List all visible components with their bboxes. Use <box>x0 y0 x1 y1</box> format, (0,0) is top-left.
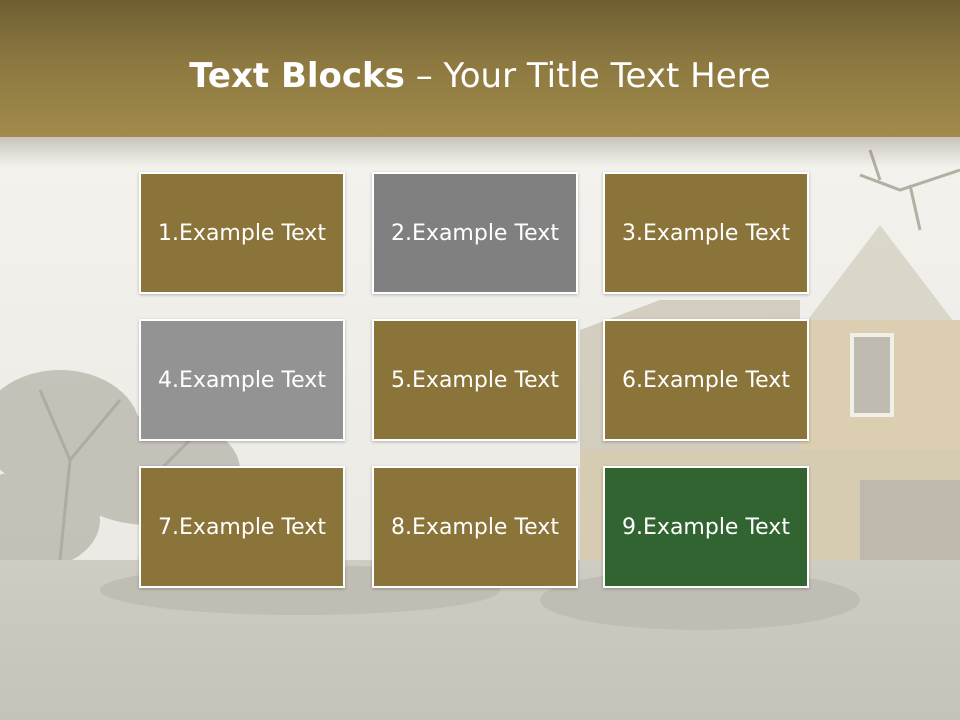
text-block-label: 8.Example Text <box>391 514 559 540</box>
text-block-label: 1.Example Text <box>158 220 326 246</box>
text-block-8: 8.Example Text <box>372 466 578 588</box>
text-block-6: 6.Example Text <box>603 319 809 441</box>
text-block-label: 6.Example Text <box>622 367 790 393</box>
text-block-2: 2.Example Text <box>372 172 578 294</box>
text-block-label: 3.Example Text <box>622 220 790 246</box>
text-block-5: 5.Example Text <box>372 319 578 441</box>
header-shadow <box>0 137 960 167</box>
text-block-4: 4.Example Text <box>139 319 345 441</box>
text-block-label: 5.Example Text <box>391 367 559 393</box>
text-block-label: 2.Example Text <box>391 220 559 246</box>
title-bold: Text Blocks <box>189 56 405 96</box>
header-bar <box>0 0 960 137</box>
text-block-7: 7.Example Text <box>139 466 345 588</box>
text-block-label: 9.Example Text <box>622 514 790 540</box>
text-block-1: 1.Example Text <box>139 172 345 294</box>
text-block-label: 7.Example Text <box>158 514 326 540</box>
title-rest: – Your Title Text Here <box>404 56 771 96</box>
page-title: Text Blocks – Your Title Text Here <box>0 52 960 100</box>
text-block-label: 4.Example Text <box>158 367 326 393</box>
text-block-3: 3.Example Text <box>603 172 809 294</box>
text-block-9: 9.Example Text <box>603 466 809 588</box>
